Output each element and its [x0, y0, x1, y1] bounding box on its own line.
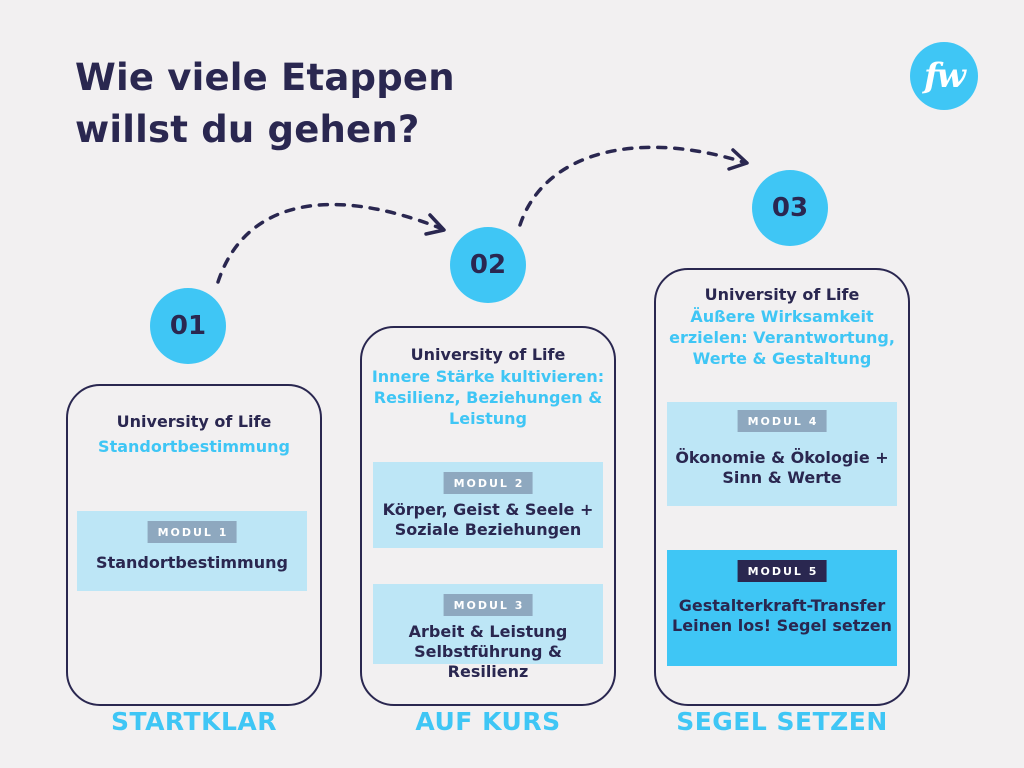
module-text-line: Körper, Geist & Seele +: [382, 500, 594, 519]
arrowhead-03: [727, 148, 749, 171]
stage-card-auf-kurs: University of Life Innere Stärke kultivi…: [360, 326, 616, 706]
page-title: Wie viele Etappen willst du gehen?: [75, 52, 455, 156]
module-text: Ökonomie & Ökologie + Sinn & Werte: [667, 448, 897, 488]
title-line-1: Wie viele Etappen: [75, 56, 455, 99]
module-3: MODUL 3 Arbeit & Leistung Selbstführung …: [373, 584, 603, 681]
arrowhead-02: [424, 213, 446, 236]
stage-card-segel-setzen: University of Life Äußere Wirksamkeit er…: [654, 268, 910, 706]
module-1: MODUL 1 Standortbestimmung: [77, 511, 307, 591]
card-subtitle: Äußere Wirksamkeit erzielen: Verantwortu…: [656, 306, 908, 369]
arrow-01-to-02: [216, 202, 442, 284]
module-badge: MODUL 5: [737, 560, 827, 582]
card-org-label: University of Life: [704, 285, 860, 304]
module-text-line: Soziale Beziehungen: [394, 520, 582, 539]
module-text-line: Sinn & Werte: [722, 468, 842, 487]
module-text-line: Ökonomie & Ökologie +: [675, 448, 889, 467]
card-org-label: University of Life: [410, 345, 566, 364]
module-text-line: Leinen los! Segel setzen: [672, 616, 892, 635]
stage-label-auf-kurs: AUF KURS: [415, 707, 561, 736]
arrow-02-to-03: [518, 145, 745, 227]
stage-label-startklar: STARTKLAR: [110, 707, 278, 736]
module-text-line: Standortbestimmung: [96, 553, 288, 572]
module-text: Gestalterkraft-Transfer Leinen los! Sege…: [667, 596, 897, 636]
card-subtitle-line: Werte & Gestaltung: [692, 349, 872, 368]
title-line-2: willst du gehen?: [75, 108, 420, 151]
module-text-line: Selbstführung & Resilienz: [414, 642, 562, 681]
module-text: Körper, Geist & Seele + Soziale Beziehun…: [373, 500, 603, 540]
module-badge: MODUL 3: [443, 594, 533, 616]
step-number-03: 03: [752, 170, 828, 246]
module-badge: MODUL 1: [147, 521, 237, 543]
module-4: MODUL 4 Ökonomie & Ökologie + Sinn & Wer…: [667, 402, 897, 506]
module-5: MODUL 5 Gestalterkraft-Transfer Leinen l…: [667, 550, 897, 666]
module-text-line: Arbeit & Leistung: [408, 622, 568, 641]
fw-logo: fw: [910, 42, 978, 110]
card-subtitle-line: Äußere Wirksamkeit: [690, 307, 874, 326]
module-badge: MODUL 4: [737, 410, 827, 432]
step-number-01: 01: [150, 288, 226, 364]
card-subtitle: Standortbestimmung: [68, 436, 320, 457]
stage-card-startklar: University of Life Standortbestimmung MO…: [66, 384, 322, 706]
stage-label-segel-setzen: SEGEL SETZEN: [676, 707, 888, 736]
module-badge: MODUL 2: [443, 472, 533, 494]
module-text: Standortbestimmung: [77, 553, 307, 573]
card-subtitle-line: Leistung: [449, 409, 527, 428]
module-2: MODUL 2 Körper, Geist & Seele + Soziale …: [373, 462, 603, 548]
module-text: Arbeit & Leistung Selbstführung & Resili…: [373, 622, 603, 682]
module-text-line: Gestalterkraft-Transfer: [678, 596, 886, 615]
step-number-02: 02: [450, 227, 526, 303]
card-subtitle-line: Standortbestimmung: [98, 437, 290, 456]
card-subtitle: Innere Stärke kultivieren: Resilienz, Be…: [362, 366, 614, 429]
card-org-label: University of Life: [116, 412, 272, 431]
card-subtitle-line: Resilienz, Beziehungen &: [373, 388, 603, 407]
card-subtitle-line: Innere Stärke kultivieren:: [371, 367, 605, 386]
card-subtitle-line: erzielen: Verantwortung,: [669, 328, 895, 347]
